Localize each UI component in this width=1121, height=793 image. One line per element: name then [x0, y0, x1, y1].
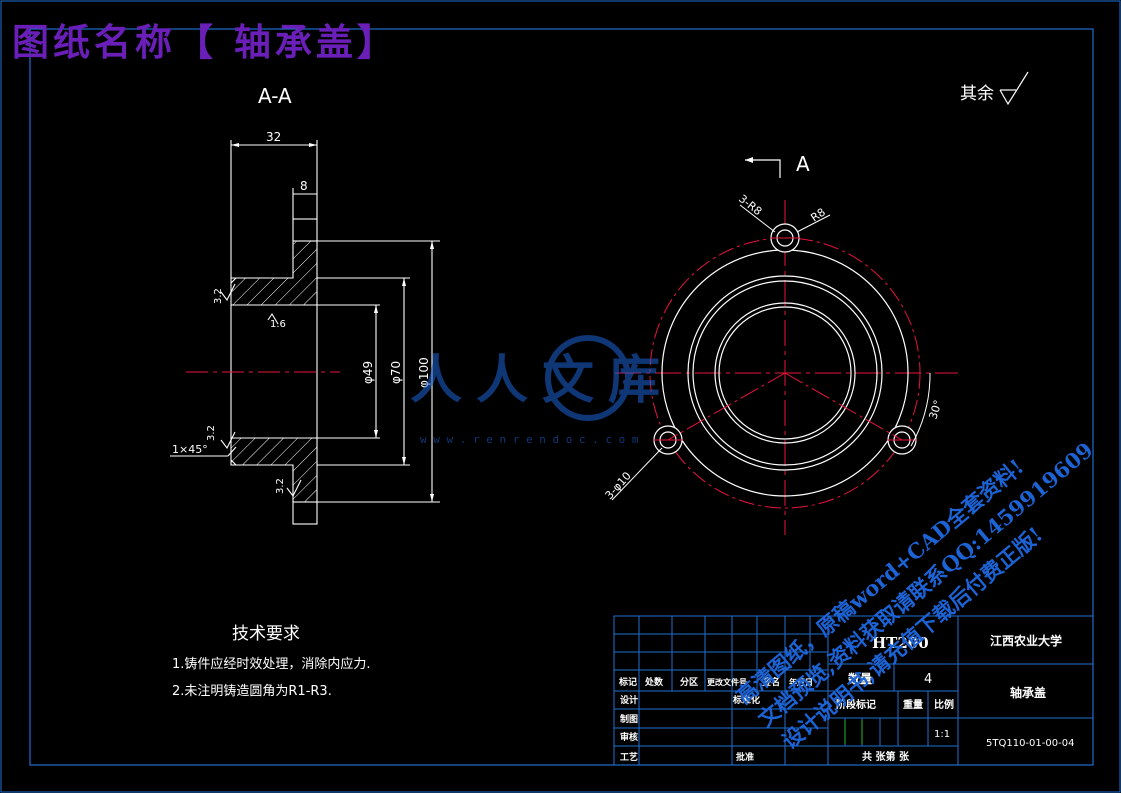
- scale-label: 比例: [934, 698, 954, 711]
- section-view: [170, 140, 440, 525]
- dim-chamfer: 1×45°: [172, 443, 208, 456]
- material-value: HT200: [872, 634, 929, 652]
- roughness-symbol-icon: [999, 71, 1029, 106]
- drawing-title: 图纸名称【 轴承盖】: [12, 20, 398, 64]
- left-label-draw: 制图: [620, 713, 638, 725]
- dim-arrows: [231, 143, 434, 502]
- row-label-3: 分区: [680, 676, 698, 688]
- qty-label: 数量: [848, 671, 872, 686]
- tech-req-item-2: 2.未注明铸造圆角为R1-R3.: [172, 683, 332, 699]
- logo-url: w w w . r e n r e n d o c . c o m: [420, 433, 639, 446]
- dim-32: 32: [266, 130, 281, 144]
- roughness-3-2-top: 3.2: [213, 288, 224, 304]
- dim-3-phi10: 3-φ10: [603, 469, 634, 502]
- drawing-frame: [29, 28, 1094, 766]
- title-block-green-lines: [844, 720, 863, 744]
- dim-30-deg: 30°: [926, 398, 944, 421]
- title-block: [613, 615, 1094, 766]
- roughness-3-2-bottom: 3.2: [275, 478, 286, 494]
- row-label-6: 年月日: [789, 677, 813, 687]
- view-arrow-label: A: [796, 152, 810, 176]
- sheets-label: 共 张第 张: [862, 750, 910, 763]
- part-name: 轴承盖: [1010, 685, 1046, 700]
- tech-req-heading: 技术要求: [232, 624, 300, 644]
- qty-value: 4: [924, 672, 932, 687]
- tech-req-item-1: 1.铸件应经时效处理，消除内应力.: [172, 656, 371, 672]
- section-label: A-A: [258, 84, 292, 108]
- dim-phi70: φ70: [389, 361, 403, 384]
- row-label-2: 处数: [644, 676, 664, 688]
- left-label-review: 审核: [620, 731, 638, 743]
- front-view: [611, 157, 958, 535]
- logo-text: 人人文库: [410, 350, 674, 411]
- roughness-1-6: 1.6: [270, 319, 286, 330]
- school-name: 江西农业大学: [990, 633, 1062, 648]
- row-label-5: 签名: [761, 676, 780, 688]
- scale-value: 1:1: [934, 729, 950, 740]
- drawing-number: 5TQ110-01-00-04: [986, 738, 1074, 749]
- dim-8: 8: [300, 179, 308, 193]
- left-label-design: 设计: [620, 694, 638, 706]
- surface-note: 其余: [960, 84, 994, 104]
- left-label-process: 工艺: [620, 751, 638, 763]
- dim-phi100: φ100: [417, 357, 431, 388]
- dim-r8: R8: [808, 206, 827, 225]
- weight-label: 重量: [903, 698, 923, 711]
- mid-label-std: 标准化: [732, 694, 760, 706]
- roughness-3-2-left: 3.2: [206, 425, 217, 441]
- row-label-4: 更改文件号: [707, 677, 747, 687]
- row-label-1: 标记: [618, 676, 637, 688]
- mid-label-approve: 批准: [736, 751, 754, 763]
- stage-label: 阶段标记: [836, 698, 876, 711]
- dim-3-r8: 3-R8: [736, 192, 764, 218]
- dim-phi49: φ49: [361, 361, 375, 384]
- renrendoc-logo-watermark: 人人文库 w w w . r e n r e n d o c . c o m: [410, 335, 674, 446]
